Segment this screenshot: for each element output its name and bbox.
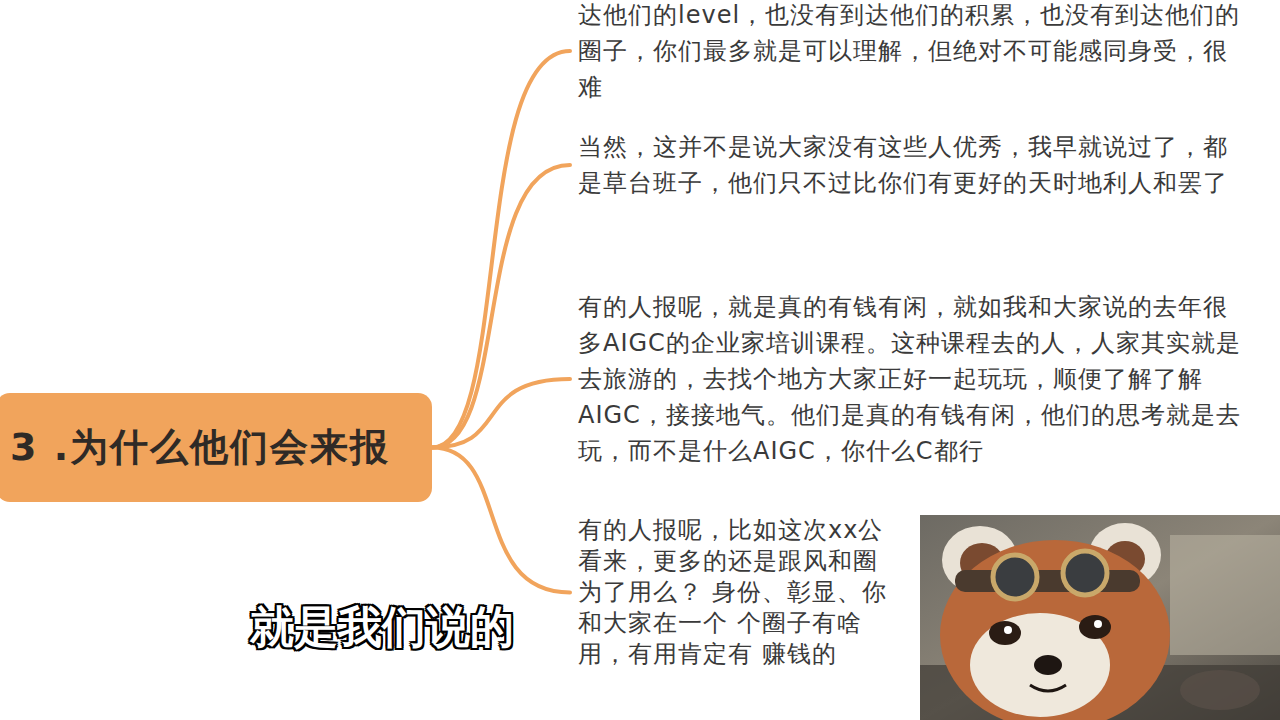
branch-line bbox=[432, 165, 570, 448]
video-subtitle: 就是我们说的 bbox=[250, 598, 514, 657]
topic-box: 3 .为什么他们会来报 bbox=[0, 393, 432, 502]
branch-text: 达他们的level，也没有到达他们的积累，也没有到达他们的圈子，你们最多就是可以… bbox=[578, 0, 1243, 105]
branch-body: 达他们的level，也没有到达他们的积累，也没有到达他们的圈子，你们最多就是可以… bbox=[578, 0, 1243, 105]
branch-line bbox=[432, 448, 570, 593]
branch-text: 有的人报呢，就是真的有钱有闲，就如我和大家说的去年很多AIGC的企业家培训课程。… bbox=[578, 289, 1243, 469]
branch-body: 有的人报呢，就是真的有钱有闲，就如我和大家说的去年很多AIGC的企业家培训课程。… bbox=[578, 289, 1243, 469]
branch-line bbox=[432, 51, 570, 448]
branch-text: 有的人报呢，比如这次xx公 看来，更多的还是跟风和圈 为了用么？ 身份、彰显、你… bbox=[578, 515, 908, 670]
branch-body: 当然，这并不是说大家没有这些人优秀，我早就说过了，都是草台班子，他们只不过比你们… bbox=[578, 129, 1243, 201]
branch-body: 有的人报呢，比如这次xx公 看来，更多的还是跟风和圈 为了用么？ 身份、彰显、你… bbox=[578, 515, 908, 670]
branch-text: 当然，这并不是说大家没有这些人优秀，我早就说过了，都是草台班子，他们只不过比你们… bbox=[578, 129, 1243, 201]
presenter-picture bbox=[920, 515, 1280, 720]
branch-line bbox=[432, 379, 570, 448]
topic-title: 3 .为什么他们会来报 bbox=[10, 422, 390, 473]
